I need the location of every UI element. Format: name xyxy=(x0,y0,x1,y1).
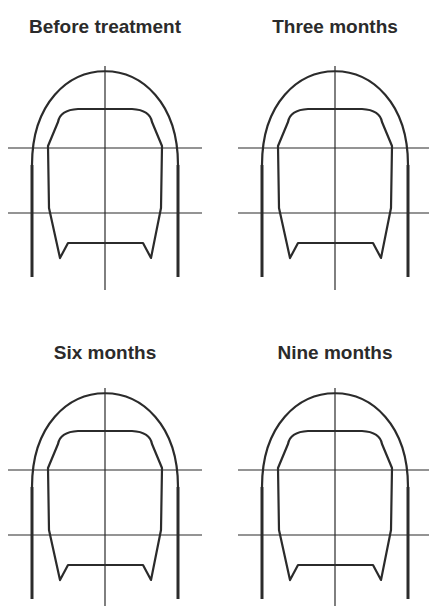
panel-title: Three months xyxy=(272,16,398,38)
nail-drawing xyxy=(238,66,429,290)
panel-title: Six months xyxy=(54,342,156,364)
panel-title: Before treatment xyxy=(29,16,181,38)
panel-title: Nine months xyxy=(277,342,392,364)
nail-drawing xyxy=(238,388,429,606)
nail-drawing xyxy=(8,388,202,606)
nail-drawing xyxy=(8,66,202,290)
